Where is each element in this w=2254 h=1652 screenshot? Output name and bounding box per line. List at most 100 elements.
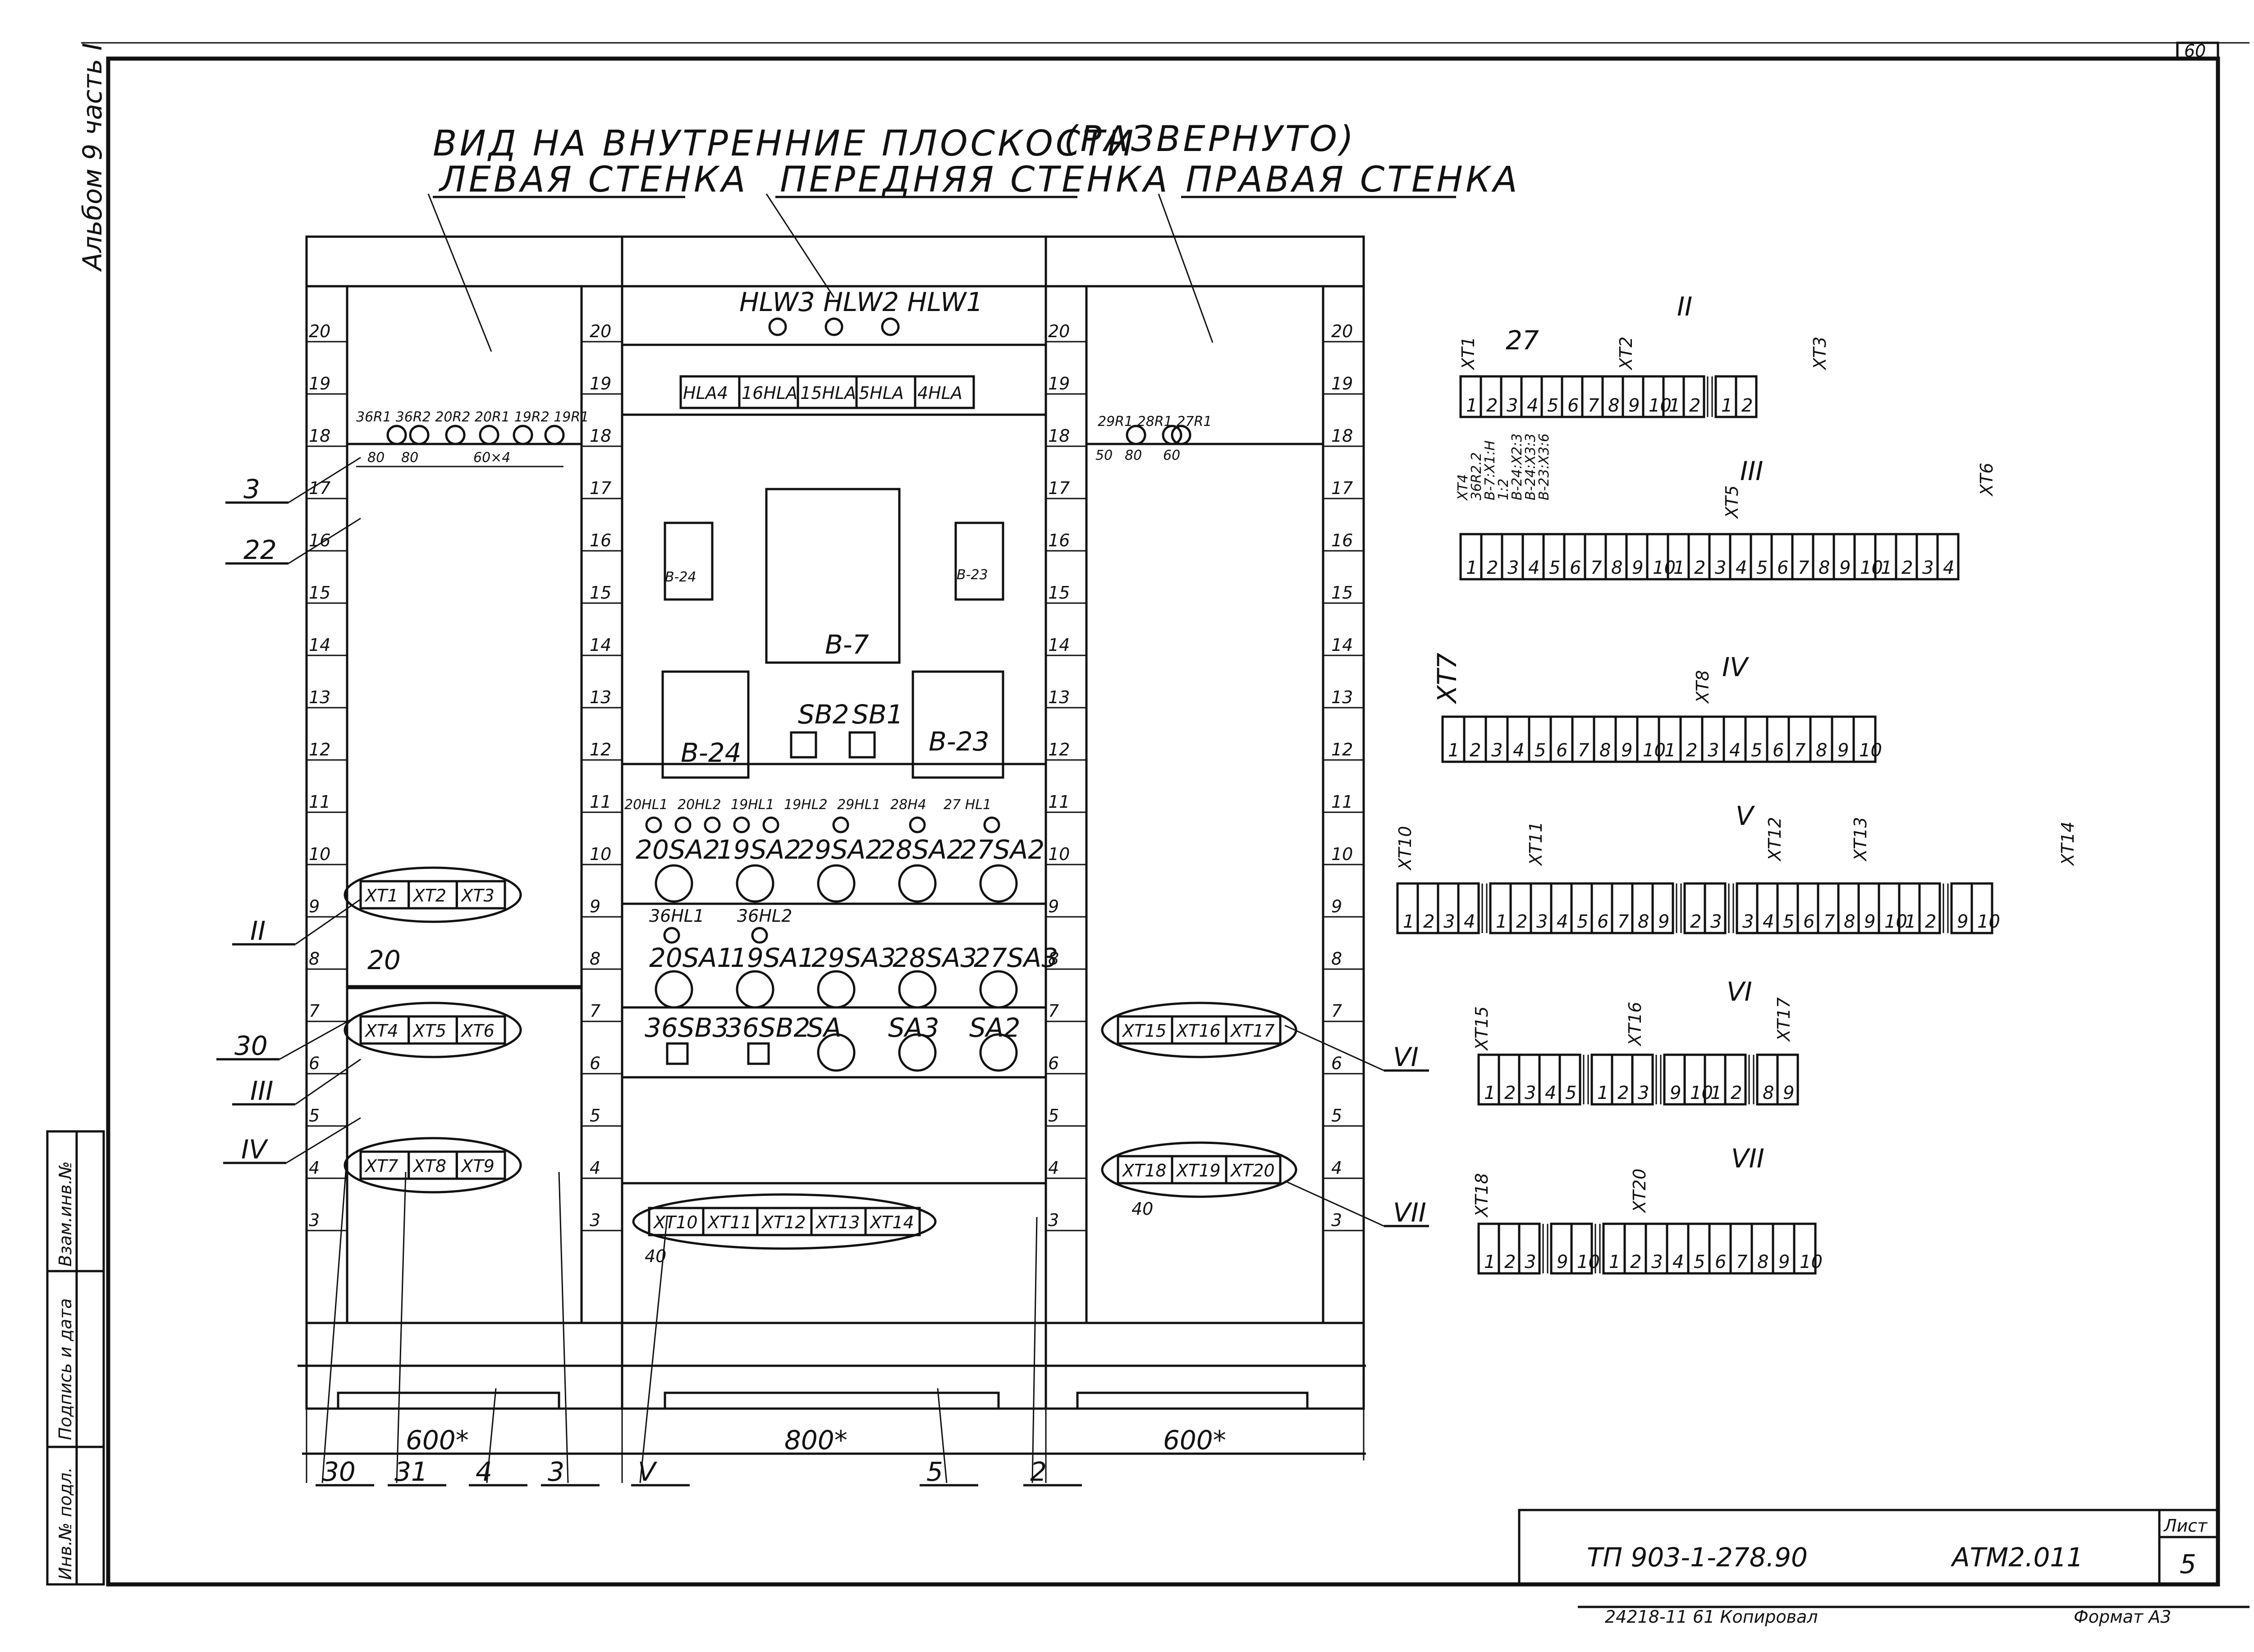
terminal-label: XT12 [1765, 817, 1785, 862]
terminal-cell-label: 3 [1715, 558, 1726, 578]
terminal-cell-label: 1 [1466, 395, 1477, 416]
callout-label: 22 [243, 535, 277, 565]
lamp-strip-label: HLA4 [683, 383, 728, 403]
switch-label: 28SA3 [893, 943, 977, 973]
sheet-label: Лист [2163, 1516, 2208, 1536]
terminal-cell [1631, 1053, 1654, 1106]
terminal-cell-label: 6 [1570, 558, 1581, 578]
terminal-cell-label: 3 [1710, 911, 1722, 932]
scale-mark: 14 [590, 635, 611, 655]
callout-label: 30 [322, 1456, 356, 1487]
terminal-cell-label: 2 [1630, 1252, 1641, 1272]
scale-mark: 7 [1048, 1001, 1059, 1021]
leader-line [288, 517, 361, 564]
scale-mark: 20 [1331, 321, 1353, 341]
switch [979, 864, 1018, 903]
lamp-label: 20HL1 [624, 797, 668, 813]
scale-mark: 12 [1331, 740, 1353, 760]
terminal-cell-label: 2 [1470, 740, 1481, 761]
switch-label: 29SA3 [811, 943, 896, 973]
scale-mark: 14 [309, 635, 330, 655]
terminal-label: XT2 [1616, 337, 1636, 371]
terminal-label: XT14 [2058, 821, 2078, 866]
terminal-cell-label: 4 [1557, 911, 1568, 932]
scale-mark: 4 [309, 1158, 320, 1178]
terminal-cell [1518, 1222, 1541, 1275]
terminal-cell-label: 2 [1731, 1083, 1742, 1103]
scale-mark: 8 [1331, 949, 1342, 969]
terminal-cell-label: 6 [1803, 911, 1814, 932]
scale-mark: 11 [590, 792, 611, 812]
terminal-label: В-7:Х1:Н [1482, 440, 1498, 500]
lamp-label: 19HL1 [731, 797, 774, 813]
terminal-cell-label: 9 [1628, 395, 1640, 416]
terminal-cell-label: 9 [1621, 740, 1632, 761]
terminal-block-label: XT7 [364, 1156, 398, 1176]
switch [736, 970, 774, 1009]
terminal-cell-label: 6 [1715, 1252, 1726, 1272]
terminal-cell-label: 8 [1816, 740, 1827, 761]
switch [898, 864, 937, 903]
terminal-cell-label: 7 [1798, 558, 1810, 578]
callout-label: 3 [243, 474, 260, 504]
terminal-label: XT7 [1432, 653, 1462, 705]
terminal-cell-label: 7 [1590, 558, 1602, 578]
xt4-group-outline [344, 1002, 522, 1058]
terminal-cell-label: 1 [1673, 558, 1685, 578]
scale-mark: 16 [590, 531, 611, 550]
left-resistor-circles [386, 425, 565, 445]
scale-mark: 5 [590, 1106, 600, 1126]
lamp [983, 816, 1000, 833]
scale-mark: 10 [1048, 844, 1070, 864]
switch-label: 19SA2 [717, 834, 801, 865]
scale-mark: 19 [309, 374, 330, 394]
cabinet [298, 235, 1366, 1410]
terminal-cell-label: 5 [1549, 558, 1560, 578]
scale-mark: 18 [1331, 426, 1353, 446]
leader-line [286, 1117, 361, 1164]
terminal-block-label: XT1 [364, 886, 398, 906]
terminal-cell-label: 9 [1839, 558, 1851, 578]
terminal-label: XT13 [1851, 817, 1870, 862]
callout-label: 31 [394, 1456, 428, 1487]
scale-mark: 13 [1048, 687, 1070, 707]
terminal-cell-label: 5 [1756, 558, 1768, 578]
terminal-cell-label: 1 [1609, 1252, 1620, 1272]
scale-mark: 4 [1331, 1158, 1342, 1178]
title-left-wall: ЛЕВАЯ СТЕНКА [438, 160, 748, 200]
callout-label: III [250, 1075, 273, 1106]
terminal-block-label: XT9 [460, 1156, 494, 1176]
terminal-cell-label: 2 [1686, 740, 1697, 761]
scale-mark: 16 [1331, 531, 1353, 550]
right-dim-50: 50 [1095, 448, 1113, 463]
terminal-block-label: XT3 [460, 886, 494, 906]
callout-label: VI [1393, 1042, 1419, 1072]
block-b24-small-label: В-24 [665, 569, 696, 585]
block-b23 [912, 670, 1004, 779]
footer-format: Формат А3 [2074, 1607, 2171, 1627]
callout-label: 3 [548, 1456, 564, 1487]
terminal-cell-label: 7 [1588, 395, 1599, 416]
right-dim-60: 60 [1163, 448, 1180, 463]
button-sb1-label: SB1 [852, 699, 903, 730]
button-sb2-label: SB2 [798, 699, 849, 730]
lamp [704, 816, 721, 833]
scale-mark: 9 [309, 897, 320, 916]
terminal-cell-label: 4 [1672, 1252, 1684, 1272]
terminal-label: XT11 [1526, 821, 1546, 866]
terminal-block [1225, 1155, 1282, 1185]
scale-mark: 4 [1048, 1158, 1059, 1178]
terminal-block [455, 1015, 506, 1045]
terminal-label: XT8 [1693, 670, 1713, 704]
terminal-block-label: XT13 [815, 1213, 860, 1232]
terminal-cell-label: 4 [1527, 395, 1538, 416]
left-dim-20: 20 [367, 945, 401, 975]
terminal-cell-label: 6 [1556, 740, 1567, 761]
terminal-cell-label: 2 [1925, 911, 1936, 932]
terminal-label: IV [1722, 652, 1750, 682]
terminal-cell [1970, 882, 1993, 934]
terminal-cell-label: 3 [1443, 911, 1455, 932]
leader-line [295, 1058, 361, 1105]
